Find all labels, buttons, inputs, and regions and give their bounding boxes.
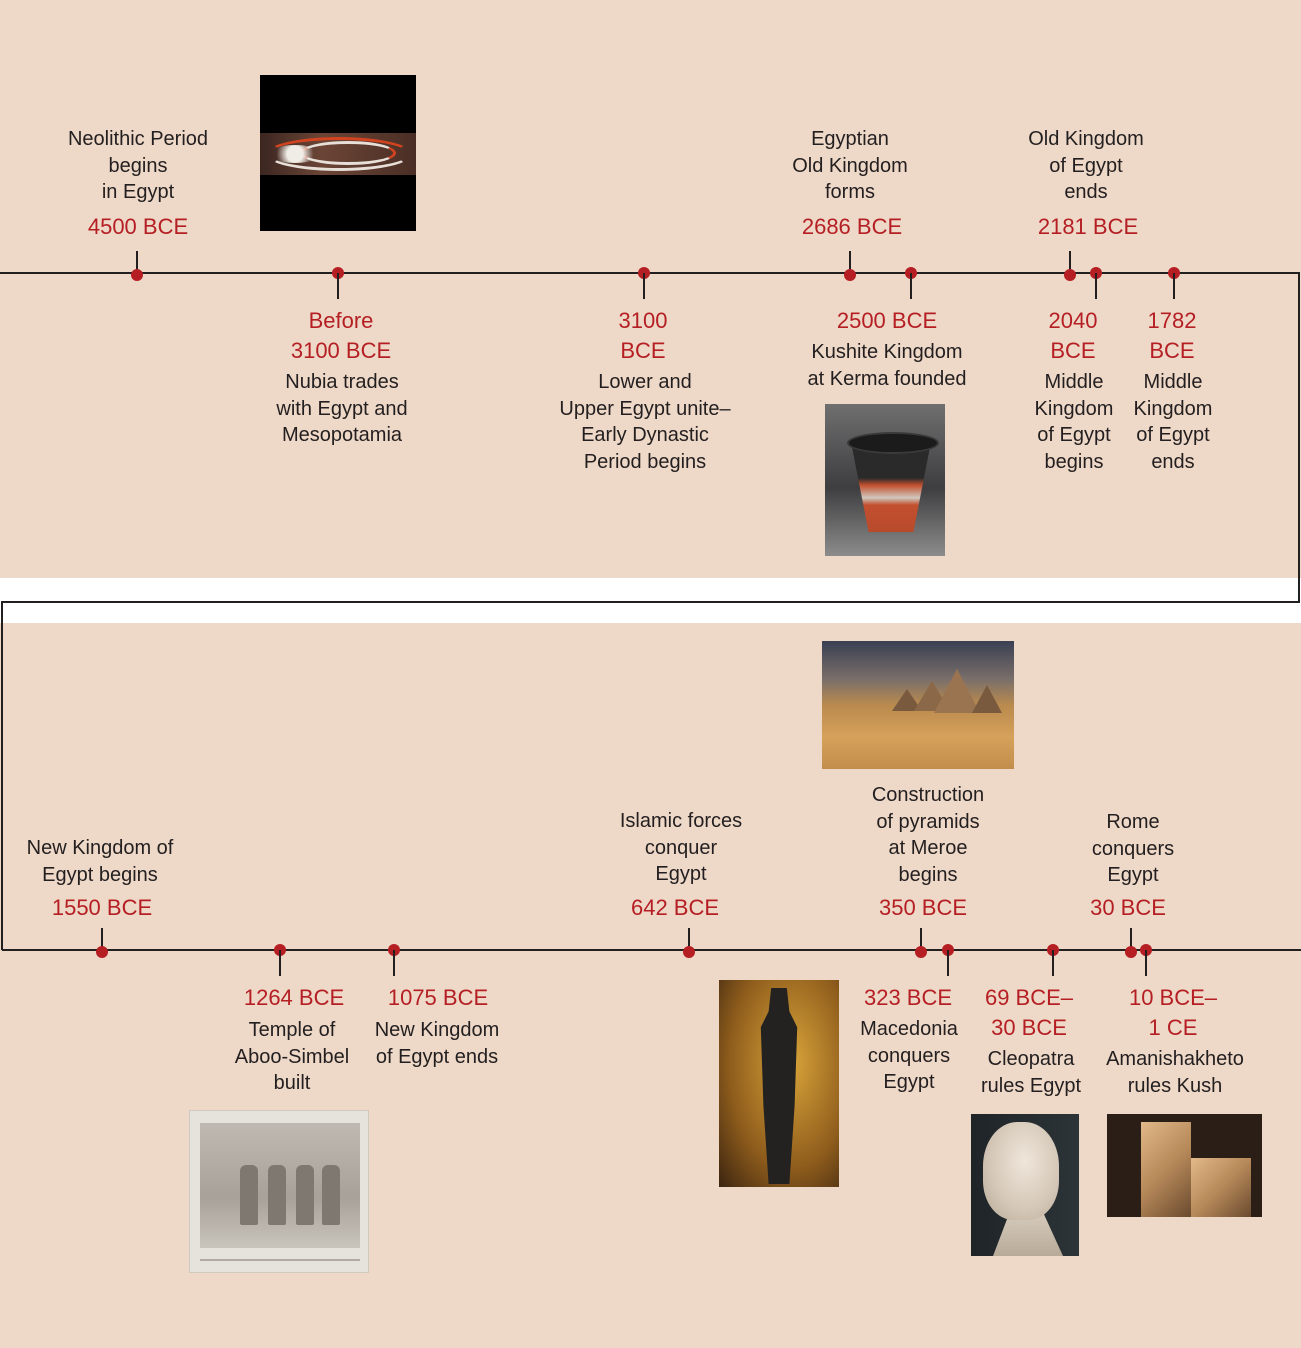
kerma-bowl-image — [825, 404, 945, 556]
event-date-2686-bce: 2686 BCE — [801, 214, 903, 239]
tick-2040-bce — [1095, 273, 1097, 299]
timeline-line-top — [0, 272, 1174, 274]
cleopatra-bust-image — [971, 1114, 1079, 1256]
tick-before-3100-bce — [337, 273, 339, 299]
timeline-panel-top — [0, 0, 1301, 578]
event-label-1550-bce: New Kingdom of Egypt begins — [26, 837, 174, 886]
event-label-323-bce: Macedonia conquers Egypt — [860, 1018, 958, 1093]
event-label-4500-bce: Neolithic Period begins in Egypt — [67, 128, 209, 203]
event-date-69-bce: 69 BCE– 30 BCE — [984, 985, 1074, 1040]
event-label-3100-bce: Lower and Upper Egypt unite– Early Dynas… — [559, 371, 731, 473]
tick-30-bce — [1130, 928, 1132, 950]
marker-30-bce — [1125, 946, 1137, 958]
tick-1782-bce — [1173, 273, 1175, 299]
event-label-1782-bce: Middle Kingdom of Egypt ends — [1133, 371, 1213, 473]
timeline-line-bottom — [2, 949, 1301, 951]
marker-2686-bce — [844, 269, 856, 281]
event-label-69-bce: Cleopatra rules Egypt — [980, 1048, 1082, 1097]
event-date-1264-bce: 1264 BCE — [243, 985, 345, 1010]
tick-1550-bce — [101, 928, 103, 950]
abu-simbel-temple-image — [189, 1110, 369, 1273]
tick-1075-bce — [393, 950, 395, 976]
event-label-10-bce: Amanishakheto rules Kush — [1106, 1048, 1244, 1097]
event-date-2040-bce: 2040 BCE — [1048, 308, 1098, 363]
event-label-2040-bce: Middle Kingdom of Egypt begins — [1034, 371, 1114, 473]
event-date-before-3100-bce: Before 3100 BCE — [290, 308, 392, 363]
carved-stone-image — [1107, 1114, 1262, 1217]
event-date-2181-bce: 2181 BCE — [1037, 214, 1139, 239]
event-label-2181-bce: Old Kingdom of Egypt ends — [1028, 128, 1144, 203]
event-label-2500-bce: Kushite Kingdom at Kerma founded — [807, 341, 967, 390]
event-date-30-bce: 30 BCE — [1090, 895, 1166, 920]
tick-2500-bce — [910, 273, 912, 299]
event-label-before-3100-bce: Nubia trades with Egypt and Mesopotamia — [276, 371, 408, 446]
tick-4500-bce — [136, 251, 138, 273]
meroe-pyramids-image — [822, 641, 1014, 769]
event-label-642-bce: Islamic forces conquer Egypt — [619, 810, 743, 885]
event-label-350-bce: Construction of pyramids at Meroe begins — [871, 784, 985, 886]
event-date-1550-bce: 1550 BCE — [51, 895, 153, 920]
event-date-3100-bce: 3100 BCE — [618, 308, 668, 363]
event-date-2500-bce: 2500 BCE — [836, 308, 938, 333]
event-date-1075-bce: 1075 BCE — [387, 985, 489, 1010]
event-date-4500-bce: 4500 BCE — [87, 214, 189, 239]
event-date-642-bce: 642 BCE — [630, 895, 720, 920]
tick-10-bce — [1145, 950, 1147, 976]
marker-2181-bce — [1064, 269, 1076, 281]
marker-642-bce — [683, 946, 695, 958]
event-date-1782-bce: 1782 BCE — [1147, 308, 1197, 363]
event-date-350-bce: 350 BCE — [878, 895, 968, 920]
tick-350-bce — [920, 928, 922, 950]
tick-642-bce — [688, 928, 690, 950]
event-label-1264-bce: Temple of Aboo-Simbel built — [234, 1019, 350, 1094]
tick-1264-bce — [279, 950, 281, 976]
bead-necklace-image — [260, 75, 416, 231]
tick-2686-bce — [849, 251, 851, 273]
black-statue-image — [719, 980, 839, 1187]
event-date-323-bce: 323 BCE — [863, 985, 953, 1010]
event-label-30-bce: Rome conquers Egypt — [1091, 811, 1175, 886]
event-label-1075-bce: New Kingdom of Egypt ends — [374, 1019, 500, 1068]
tick-3100-bce — [643, 273, 645, 299]
event-label-2686-bce: Egyptian Old Kingdom forms — [792, 128, 908, 203]
marker-350-bce — [915, 946, 927, 958]
marker-1550-bce — [96, 946, 108, 958]
tick-69-bce — [1052, 950, 1054, 976]
marker-4500-bce — [131, 269, 143, 281]
tick-323-bce — [947, 950, 949, 976]
tick-2181-bce — [1069, 251, 1071, 273]
event-date-10-bce: 10 BCE– 1 CE — [1128, 985, 1218, 1040]
